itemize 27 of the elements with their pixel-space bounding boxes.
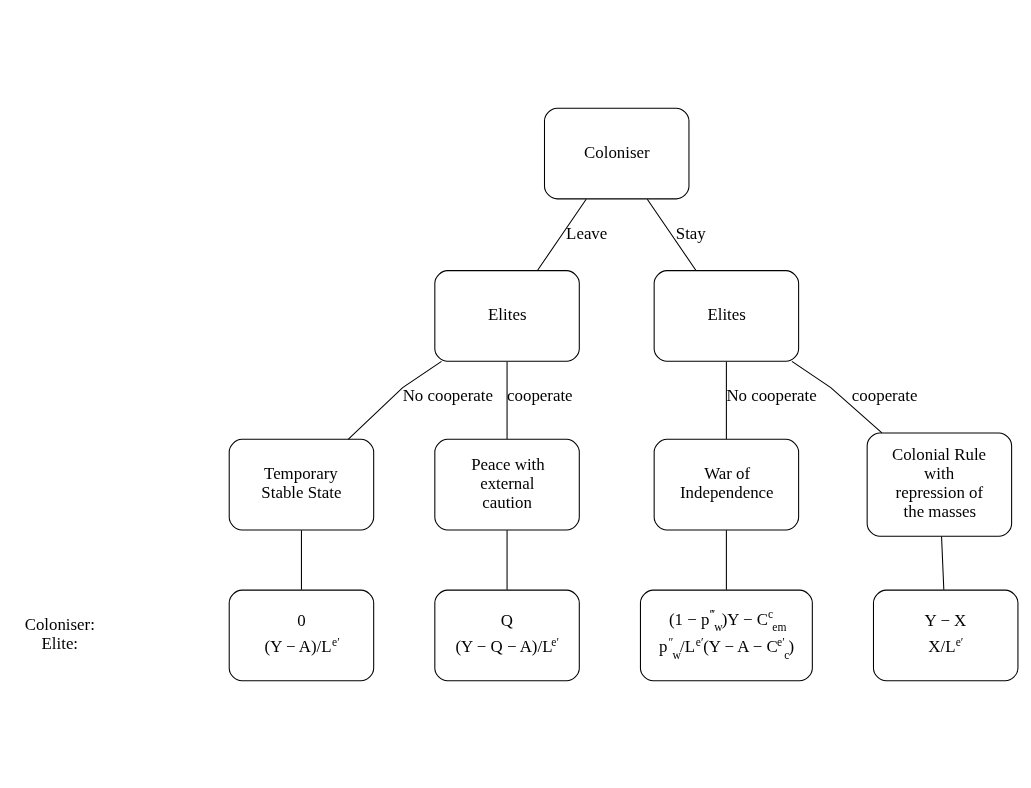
connector [506,529,508,590]
edge-label: No cooperate [726,385,817,405]
edge-label: Stay [675,223,706,243]
connector [536,198,587,271]
connector [941,535,945,590]
connector [506,360,508,440]
node-box: Peace with external caution [434,438,580,531]
edge-label: No cooperate [402,385,494,405]
node-box: Elites [434,269,580,362]
node-box: Elites [653,269,800,362]
label: Coloniser: [24,614,95,634]
node-box: Colonial Rule with repression of the masses [866,431,1013,537]
node-box: Temporary Stable State [228,438,375,531]
label: Elite: [41,633,79,653]
connector [347,360,443,440]
node-box: Y − X X/L$^{e′}$ [872,589,1019,681]
node-box: Q (Y − Q − A)/L$^{e′}$ [434,589,580,681]
connector [725,529,727,590]
connector [725,360,727,440]
node-box: Coloniser [543,107,690,199]
edge-label: Leave [566,223,608,243]
node-box: 0 (Y − A)/L$^{e′}$ [228,589,375,681]
node-box: War of Independence [653,438,800,531]
edge-label: cooperate [851,385,918,405]
connector [791,360,883,433]
connector [300,529,302,590]
connector [646,198,697,271]
